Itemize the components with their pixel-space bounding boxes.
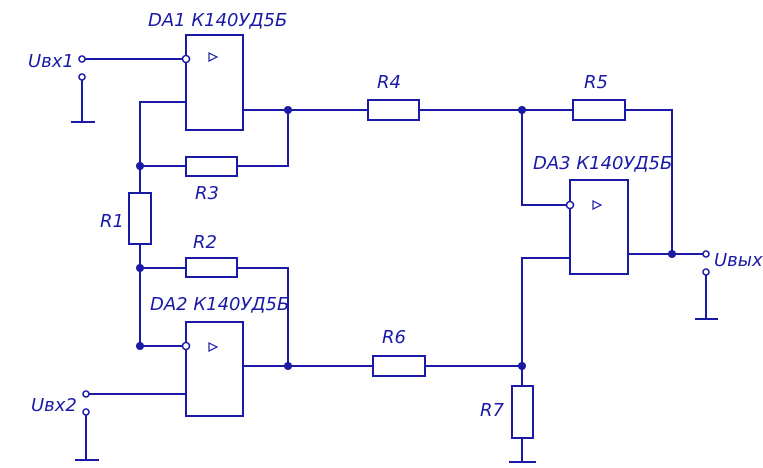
opamp-triangle-icon [208,342,219,352]
label-da1: DA1 К140УД5Б [148,10,287,31]
junction-dot [668,250,676,258]
resistor-r2 [185,257,238,278]
label-da2: DA2 К140УД5Б [150,294,289,315]
wire-r7-ground [509,437,536,463]
terminal-in1-common [78,73,86,81]
label-out: Uвых [714,250,763,271]
label-r3: R3 [195,183,219,204]
junctions [136,106,676,370]
junction-dot [136,162,144,170]
junction-dot [284,362,292,370]
resistor-r7 [511,385,534,439]
opamp-da1 [181,34,244,131]
label-r2: R2 [193,232,217,253]
wire-in1-ground [71,76,95,123]
label-r4: R4 [377,72,401,93]
terminal-out [702,250,710,258]
wire-da3-neg [521,257,571,387]
resistor-r6 [372,355,426,377]
label-in1: Uвх1 [28,51,74,72]
opamp-da3 [565,179,629,275]
terminal-in1 [78,55,86,63]
junction-dot [136,342,144,350]
wire-in2-ground [75,411,99,461]
wire-r4-r5 [418,109,673,255]
terminal-in2-common [82,408,90,416]
resistor-r4 [367,99,420,121]
label-r6: R6 [382,327,406,348]
wire-r2 [139,267,289,367]
wire-da1-neg [139,101,187,194]
terminal-out-common [702,268,710,276]
label-r7: R7 [480,400,505,421]
wire-da1-out [242,109,369,167]
resistor-r1 [128,192,152,245]
junction-dot [136,264,144,272]
resistor-r5 [572,99,626,121]
junction-dot [284,106,292,114]
wires [71,58,718,463]
label-r5: R5 [584,72,608,93]
terminal-in2 [82,390,90,398]
terminals [78,55,710,416]
label-da3: DA3 К140УД5Б [533,153,672,174]
opamp-triangle-icon [208,52,219,62]
junction-dot [518,106,526,114]
label-r1: R1 [100,211,124,232]
junction-dot [518,362,526,370]
label-in2: Uвх2 [31,395,77,416]
resistor-r3 [185,156,238,177]
wire-da3-pos [521,109,571,206]
wire-out-ground [695,271,718,320]
opamp-da2 [181,321,244,417]
opamp-triangle-icon [592,200,603,210]
labels: DA1 К140УД5Б DA2 К140УД5Б DA3 К140УД5Б R… [28,10,763,421]
